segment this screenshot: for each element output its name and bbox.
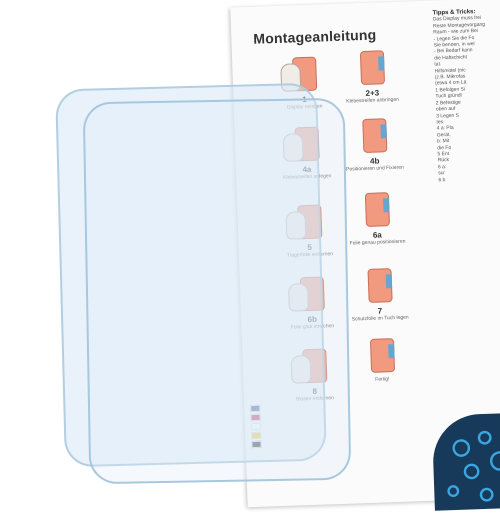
manual-title: Montageanleitung [253, 26, 377, 47]
step-10: Fertig! [346, 333, 418, 383]
step-caption: Fertig! [375, 376, 390, 383]
decorative-swirl [431, 412, 500, 511]
step-illustration [344, 46, 399, 88]
step-caption: Positionieren und Fixieren [345, 164, 404, 173]
tape-icon [388, 344, 395, 359]
tape-icon [385, 274, 393, 289]
tape-icon [378, 56, 385, 71]
tape-icon [383, 198, 390, 213]
tape-icon [380, 124, 387, 139]
step-caption: Schutzfolie im Tuch legen [351, 314, 409, 323]
step-caption: Folie genau positionieren [349, 238, 406, 247]
screen-protector-back [82, 97, 352, 485]
step-illustration [346, 114, 401, 156]
step-illustration [349, 188, 404, 230]
instruction-sheet: Montageanleitung Tipps & Tricks: Das Dis… [230, 0, 500, 511]
step-illustration [351, 264, 406, 306]
swirl-pattern-icon [447, 430, 500, 502]
step-illustration [354, 334, 409, 376]
step-caption: Klebestreifen anbringen [346, 96, 400, 105]
